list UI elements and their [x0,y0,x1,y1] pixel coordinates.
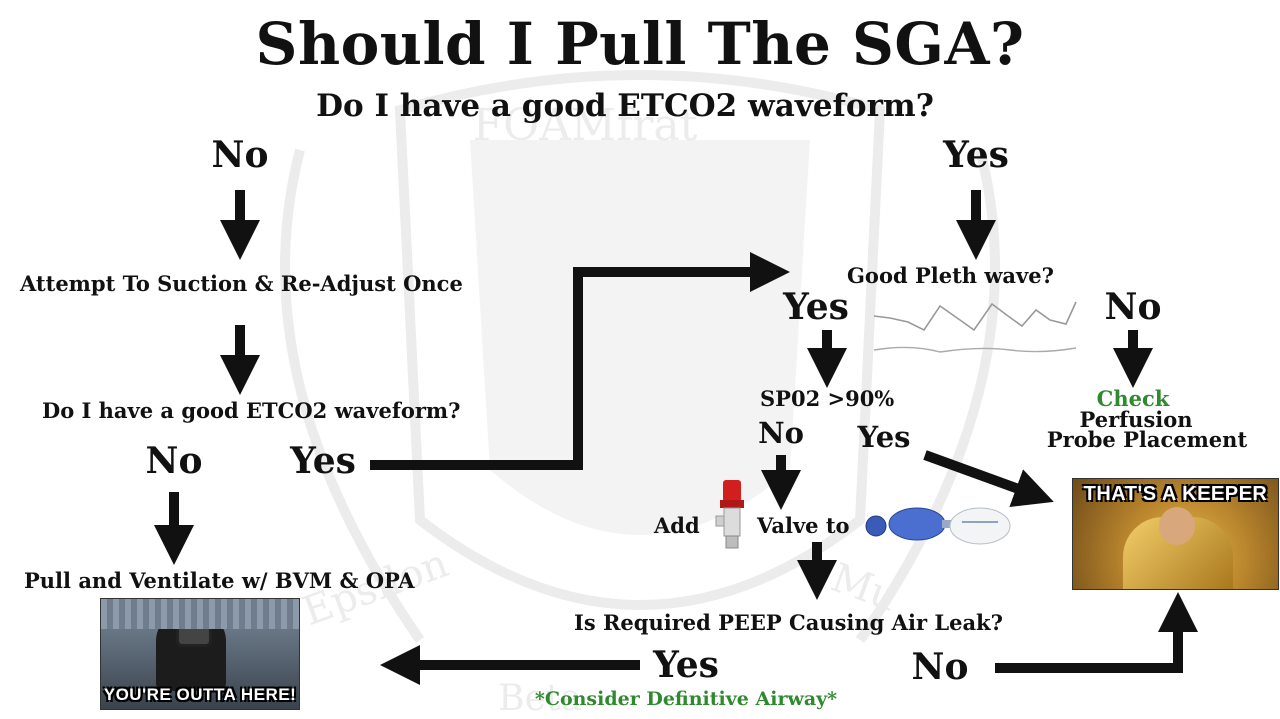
pleth-wave-icon [873,301,1077,353]
q2-no: No [145,440,203,482]
arrow-peep-no-to-keeper [995,592,1198,673]
question-peep: Is Required PEEP Causing Air Leak? [574,610,1003,635]
check-label: Check [1096,386,1170,411]
peep-yes: Yes [653,644,719,686]
check-probe-placement: Probe Placement [1046,427,1248,452]
valve-to-label: Valve to [757,513,850,538]
meme-outta-here-image: YOU'RE OUTTA HERE! [100,598,300,710]
bvm-bag-icon [865,507,1011,545]
arrow-spo2-yes-to-keeper [923,450,1054,507]
branch-no-initial: No [211,134,269,176]
spo2-no: No [758,416,804,450]
figure-head [1159,507,1195,545]
question-etco2-initial: Do I have a good ETCO2 waveform? [316,88,934,124]
question-pleth: Good Pleth wave? [847,263,1054,288]
page-title: Should I Pull The SGA? [255,10,1025,78]
q2-yes: Yes [290,440,356,482]
branch-yes-initial: Yes [943,134,1009,176]
step-pull-ventilate: Pull and Ventilate w/ BVM & OPA [24,568,415,593]
pleth-yes: Yes [783,286,849,328]
arrow-q2-yes-to-pleth [370,252,790,470]
watermark-top-text: FOAMfrat [473,100,698,151]
step-attempt-suction: Attempt To Suction & Re-Adjust Once [20,271,463,296]
crowd-band [101,599,299,629]
consider-definitive-airway: *Consider Definitive Airway* [534,688,838,710]
question-etco2-second: Do I have a good ETCO2 waveform? [42,398,461,423]
watermark-bottom-text: Beta [498,678,582,719]
peep-valve-icon [715,480,744,549]
meme-keeper-caption: THAT'S A KEEPER [1083,483,1268,505]
add-label: Add [654,513,700,538]
question-spo2: SP02 >90% [760,386,895,411]
peep-no: No [911,646,969,688]
spo2-yes: Yes [857,420,911,454]
pleth-no: No [1104,286,1162,328]
meme-keeper-image: THAT'S A KEEPER [1072,478,1279,590]
check-perfusion: Perfusion [1079,407,1193,432]
meme-outta-caption: YOU'RE OUTTA HERE! [103,685,297,704]
